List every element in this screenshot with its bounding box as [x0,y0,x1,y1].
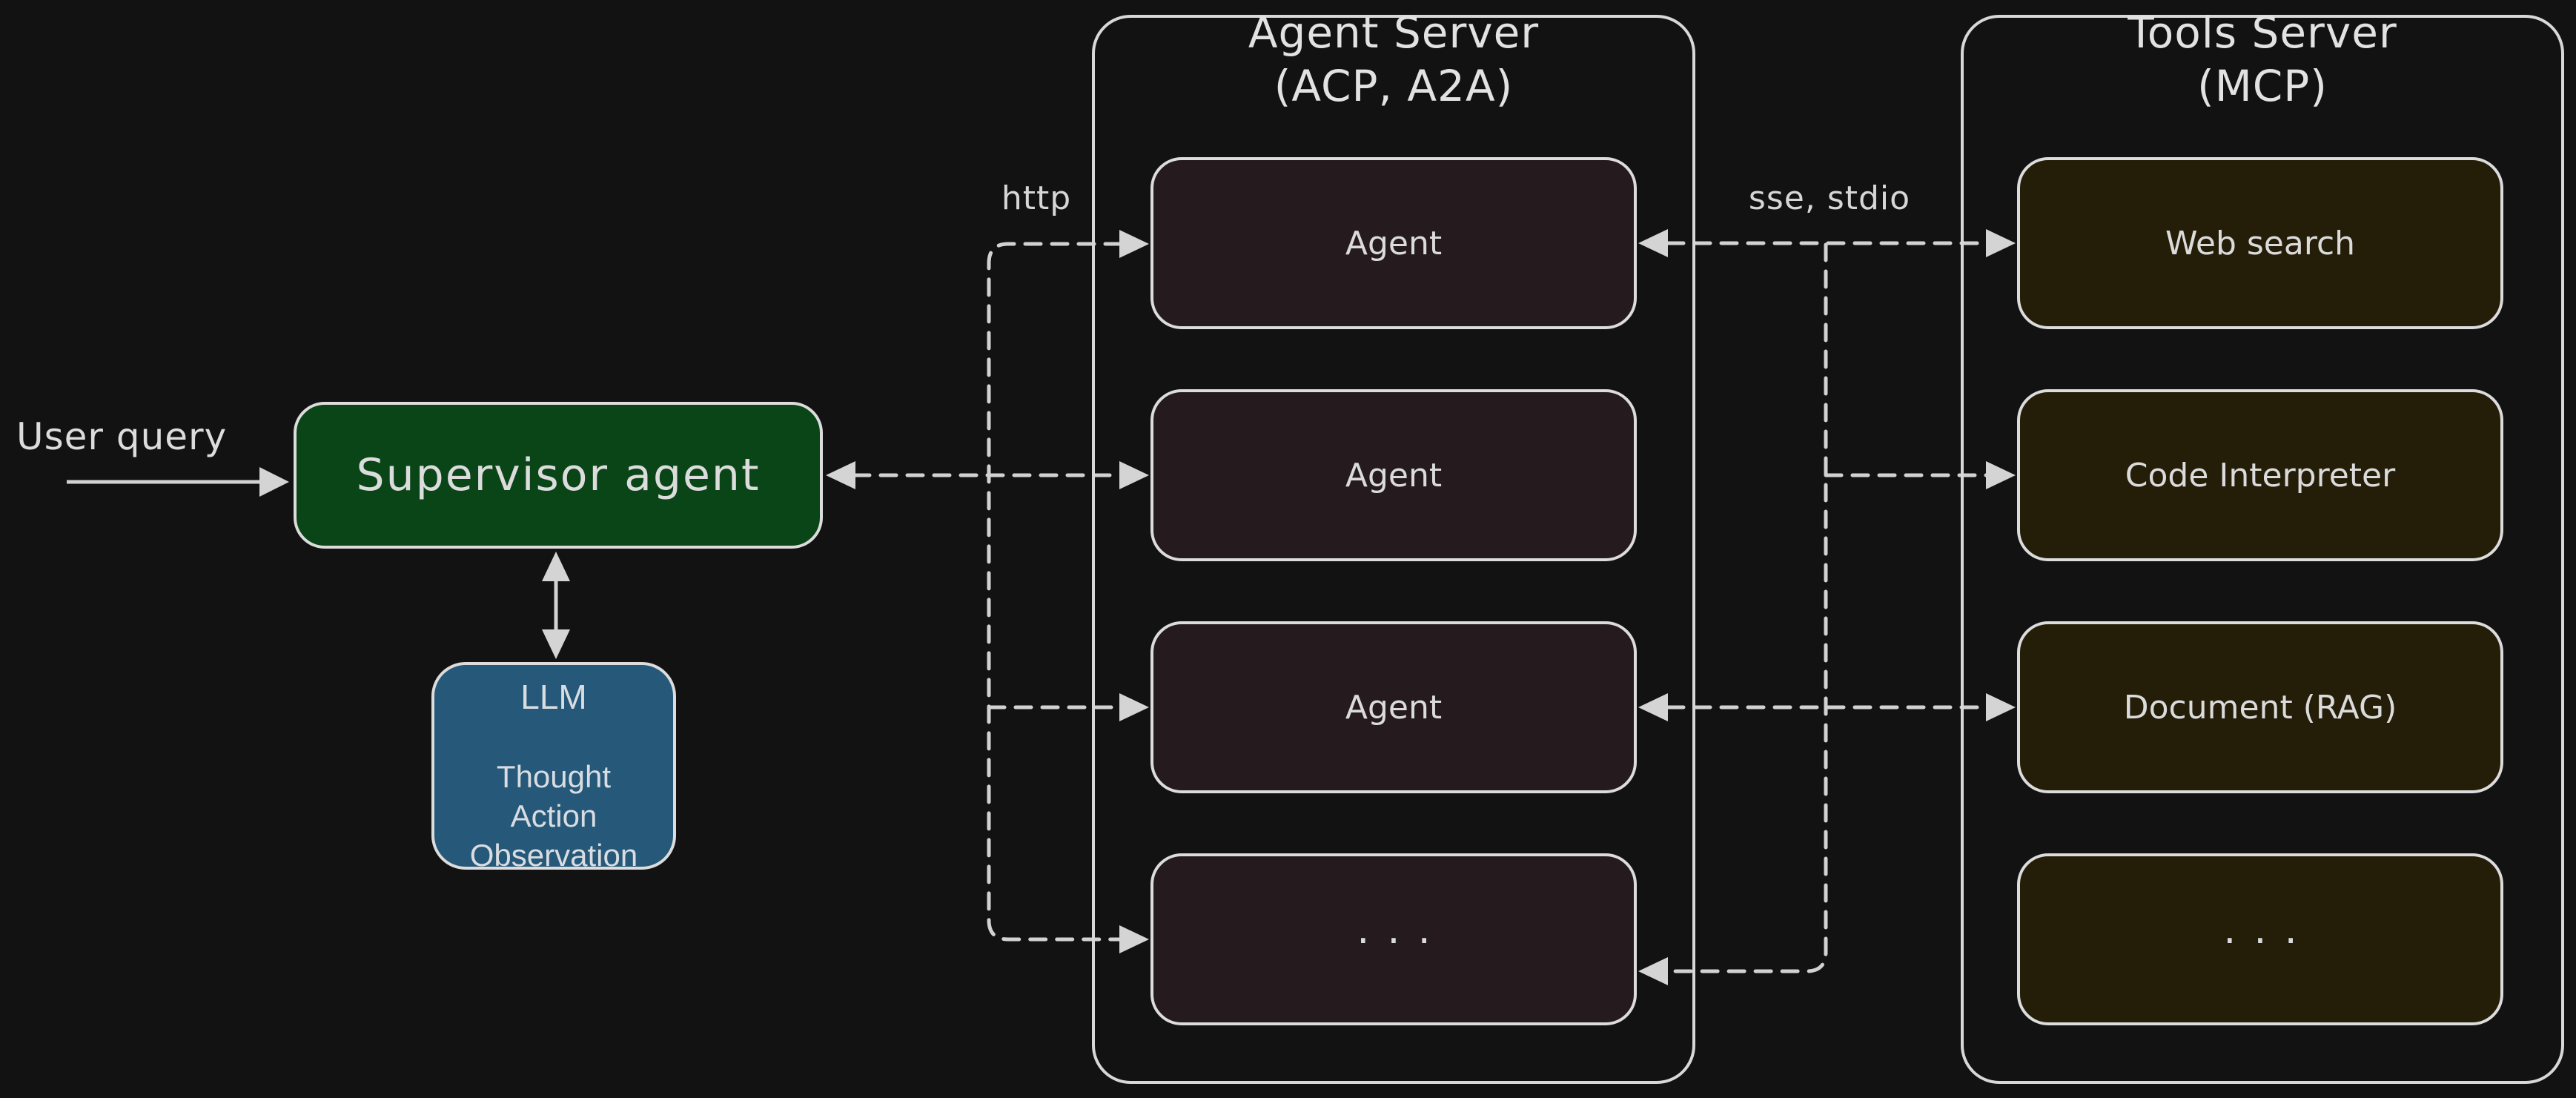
tool-node-more: ... [2017,853,2503,1025]
llm-node: LLM Thought Action Observation [431,662,676,873]
tool-node-codeinterpreter: Code Interpreter [2017,389,2503,561]
agent-node-1-label: Agent [1345,224,1443,262]
llm-line-action: Action [510,798,597,833]
agent-node-more: ... [1150,853,1637,1025]
agent-node-3: Agent [1150,621,1637,793]
llm-title: LLM [520,678,587,716]
agent-node-more-label: ... [1357,906,1448,953]
arrowhead-into-document [1986,693,2016,721]
supervisor-agent-label: Supervisor agent [356,449,761,501]
right-trunk-dashed [1666,242,1828,973]
tool-node-document-rag-label: Document (RAG) [2123,688,2397,727]
arrowhead-into-agent4-right [1638,957,1668,985]
left-trunk-dashed [987,242,1123,942]
llm-lines: Thought Action Observation [470,757,638,875]
arrowhead-up-into-supervisor [542,552,570,581]
agent-server-title-line2: (ACP, A2A) [1274,61,1514,111]
arrowhead-into-websearch [1986,229,2016,257]
arrowhead-into-supervisor-right [826,461,855,489]
http-protocol-label: http [1001,179,1072,217]
llm-line-thought: Thought [496,759,612,794]
sse-stdio-protocol-label: sse, stdio [1748,179,1911,217]
arrowhead-into-codeinterpreter [1986,461,2016,489]
tools-server-container [1961,15,2564,1084]
arrowhead-into-agent1-right [1638,229,1668,257]
agent-node-2: Agent [1150,389,1637,561]
agent-server-title: Agent Server (ACP, A2A) [1092,0,1695,113]
agent-server-container [1092,15,1695,1084]
agent-node-1: Agent [1150,157,1637,329]
supervisor-agent-node: Supervisor agent [294,402,823,549]
user-query-label: User query [16,415,228,458]
tool-node-document-rag: Document (RAG) [2017,621,2503,793]
arrowhead-into-agent2 [1119,461,1149,489]
agent-node-2-label: Agent [1345,456,1443,495]
arrowhead-into-agent3-right [1638,693,1668,721]
arrowhead-into-agent3 [1119,693,1149,721]
tools-server-title-line2: (MCP) [2197,61,2328,111]
tool-node-websearch-label: Web search [2165,224,2356,262]
tool-node-websearch: Web search [2017,157,2503,329]
tool-node-more-label: ... [2223,906,2315,953]
arrowhead-into-supervisor-left [259,467,289,497]
tool-node-codeinterpreter-label: Code Interpreter [2125,456,2396,495]
agent-node-3-label: Agent [1345,688,1443,727]
tools-server-title-line1: Tools Server [2128,7,2397,58]
tools-server-title: Tools Server (MCP) [1961,0,2564,113]
arrowhead-down-into-llm [542,629,570,659]
arrowhead-into-agent4 [1119,925,1149,953]
arrowhead-into-agent1 [1119,230,1149,258]
llm-line-observation: Observation [469,838,638,873]
agent-server-title-line1: Agent Server [1248,7,1540,58]
